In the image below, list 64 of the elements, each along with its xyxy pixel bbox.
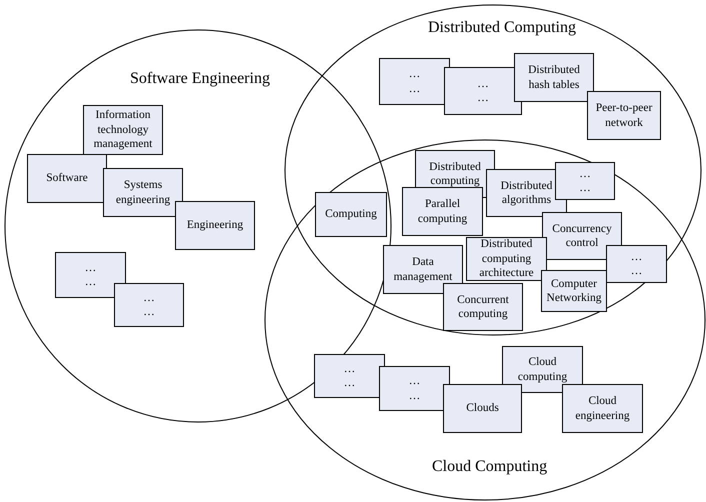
topic-box — [587, 91, 661, 140]
box-label: Distributed computing — [428, 160, 482, 188]
box-label: … — [630, 264, 642, 278]
box-label: … — [579, 166, 591, 181]
topic-box — [314, 354, 385, 398]
box-label: Distributed algorithms — [500, 178, 554, 208]
box-label: … — [408, 67, 420, 82]
box-label: Concurrency control — [551, 222, 613, 250]
topic-box — [379, 366, 450, 411]
set-title: Cloud Computing — [432, 458, 548, 476]
topic-box — [443, 384, 522, 433]
box-label: … — [84, 260, 96, 275]
topic-box — [383, 245, 463, 294]
box-label: … — [630, 250, 642, 264]
box-label: … — [84, 275, 96, 290]
topic-box — [315, 192, 387, 237]
box-label: Parallel computing — [416, 197, 468, 226]
topic-box — [27, 154, 107, 203]
set-ellipse — [5, 30, 391, 422]
box-label: Data management — [392, 255, 454, 284]
topic-box — [444, 67, 522, 115]
topic-box — [502, 346, 583, 393]
topic-box — [379, 58, 450, 105]
box-label: Engineering — [186, 218, 244, 233]
topic-box — [103, 168, 183, 217]
topic-box — [402, 187, 483, 236]
box-label: Peer-to-peer network — [594, 101, 654, 130]
box-label: Distributed computing architecture — [478, 237, 535, 281]
box-label: … — [579, 181, 591, 196]
topic-box — [175, 201, 255, 250]
box-label: Distributed hash tables — [527, 63, 581, 92]
box-label: … — [143, 305, 155, 320]
box-label: Clouds — [466, 401, 499, 416]
topic-box — [606, 245, 667, 283]
topic-box — [55, 252, 126, 298]
box-label: Computing — [325, 207, 377, 222]
set-ellipse — [285, 5, 701, 335]
box-label: … — [344, 362, 356, 376]
box-label: Cloud computing — [516, 355, 568, 384]
topic-box — [514, 53, 594, 102]
box-label: Systems engineering — [114, 178, 172, 207]
set-title: Distributed Computing — [428, 19, 576, 37]
topic-box — [83, 105, 163, 155]
topic-box — [541, 270, 607, 312]
box-label: Cloud engineering — [574, 394, 631, 423]
box-label: … — [408, 388, 420, 403]
box-label: … — [477, 91, 489, 106]
box-label: Computer Networking — [546, 276, 602, 306]
box-label: Concurrent computing — [456, 292, 510, 322]
topic-box — [555, 162, 615, 200]
box-label: … — [344, 376, 356, 390]
topic-box — [443, 283, 523, 331]
set-title: Software Engineering — [130, 70, 270, 88]
box-label: Software — [46, 171, 88, 186]
box-label: Information technology management — [92, 108, 154, 152]
set-ellipse — [265, 140, 705, 500]
box-label: … — [477, 76, 489, 91]
box-label: … — [143, 290, 155, 305]
topic-box — [562, 384, 643, 433]
topic-box — [114, 283, 184, 327]
topic-box — [466, 237, 547, 281]
box-label: … — [408, 374, 420, 388]
box-label: … — [408, 82, 420, 96]
topic-box — [542, 212, 622, 260]
